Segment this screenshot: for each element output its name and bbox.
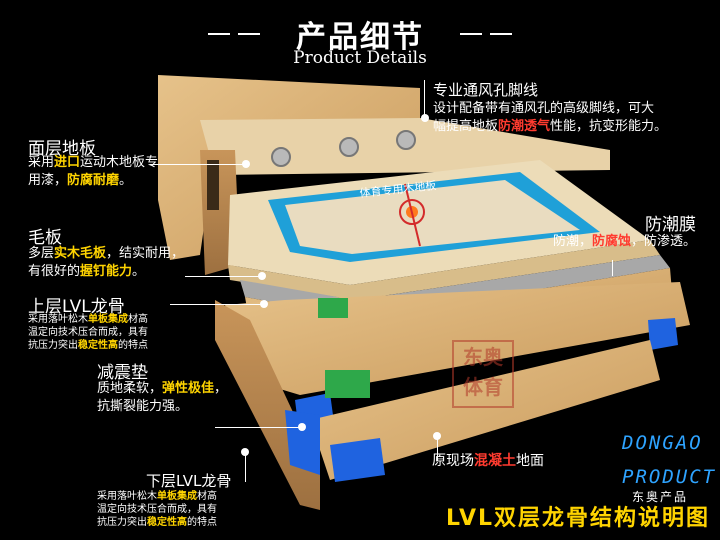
vent-hole-1 <box>271 147 291 167</box>
pad-pointer-line <box>215 427 300 428</box>
court-inner <box>285 180 580 254</box>
rough-desc-line-2: 有很好的握钉能力。 <box>28 264 146 279</box>
brand-en-line-2: PRODUCT <box>622 466 717 488</box>
rough-desc: 多层实木毛板，结实耐用， 有很好的握钉能力。 <box>28 245 184 281</box>
lower-lvl-line-3: 抗压力突出稳定性高的特点 <box>97 517 217 528</box>
footer-title: LVL双层龙骨结构说明图 <box>445 506 710 531</box>
moisture-pointer-line <box>612 260 613 276</box>
rough-title: 毛板 <box>28 228 62 248</box>
court-center-circle <box>399 199 425 225</box>
board-edge <box>228 240 660 300</box>
brand-cn: 东奥产品 <box>632 490 689 504</box>
watermark-line-1: 东奥 <box>463 345 503 369</box>
vent-desc-line-2: 幅提高地板防潮透气性能，抗变形能力。 <box>433 119 668 134</box>
upper-lvl-pointer-line <box>170 304 262 305</box>
rough-desc-line-1: 多层实木毛板，结实耐用， <box>28 246 185 261</box>
vent-hole-3 <box>396 130 416 150</box>
vent-pointer-dot <box>421 114 429 122</box>
lower-lvl-pointer-line <box>245 452 246 482</box>
vent-pointer-line <box>424 80 425 118</box>
surface-desc-line-2: 用漆，防腐耐磨。 <box>28 173 133 188</box>
vent-title: 专业通风孔脚线 <box>433 81 539 99</box>
watermark-logo: 东奥 体育 <box>452 340 514 408</box>
upper-lvl-line-2: 温定向技术压合而成，具有 <box>28 327 148 338</box>
surface-title: 面层地板 <box>28 139 96 159</box>
header-title: 产品细节 <box>296 20 424 55</box>
left-slot <box>207 160 219 210</box>
surface-pointer-line <box>150 164 245 165</box>
pad-blue-bottom <box>285 410 320 475</box>
vent-hole-2 <box>339 137 359 157</box>
upper-lvl-desc: 采用落叶松木单板集成材高 温定向技术压合而成，具有 抗压力突出稳定性高的特点 <box>28 313 148 352</box>
lower-lvl-joist-front <box>310 340 660 480</box>
lower-lvl-pointer-dot <box>241 448 249 456</box>
upper-lvl-line-3: 抗压力突出稳定性高的特点 <box>28 340 148 351</box>
pad-pointer-dot <box>298 423 306 431</box>
court-mid-line <box>404 183 421 247</box>
lower-lvl-desc: 采用落叶松木单板集成材高 温定向技术压合而成，具有 抗压力突出稳定性高的特点 <box>97 490 217 529</box>
header-subtitle: Product Details <box>293 48 427 68</box>
lower-lvl-title: 下层LVL龙骨 <box>146 472 232 490</box>
brand-en-line-1: DONGAO <box>622 432 703 454</box>
upper-green-tag <box>318 298 348 318</box>
header-dash-right-1 <box>460 33 482 35</box>
pad-desc-line-1: 质地柔软，弹性极佳， <box>97 381 228 396</box>
pad-blue-right <box>648 318 678 350</box>
upper-lvl-title: 上层LVL龙骨 <box>28 297 125 317</box>
surface-desc: 采用进口运动木地板专 用漆，防腐耐磨。 <box>28 154 158 190</box>
header-dash-left-1 <box>208 33 230 35</box>
lower-green-tag <box>325 370 370 398</box>
moisture-title: 防潮膜 <box>645 215 696 235</box>
watermark-line-2: 体育 <box>463 375 503 399</box>
header-dash-left-2 <box>238 33 260 35</box>
pad-title: 减震垫 <box>97 363 148 383</box>
moisture-desc: 防潮，防腐蚀，防渗透。 <box>553 234 697 249</box>
vent-desc-line-1: 设计配备带有通风孔的高级脚线，可大 <box>433 101 655 116</box>
lower-lvl-line-1: 采用落叶松木单板集成材高 <box>97 491 217 502</box>
pad-desc-line-2: 抗撕裂能力强。 <box>97 399 189 414</box>
surface-pointer-dot <box>242 160 250 168</box>
header-dash-right-2 <box>490 33 512 35</box>
pad-desc: 质地柔软，弹性极佳， 抗撕裂能力强。 <box>97 380 227 416</box>
upper-lvl-line-1: 采用落叶松木单板集成材高 <box>28 314 148 325</box>
rough-pointer-dot <box>258 272 266 280</box>
lower-lvl-line-2: 温定向技术压合而成，具有 <box>97 504 217 515</box>
vent-desc: 设计配备带有通风孔的高级脚线，可大 幅提高地板防潮透气性能，抗变形能力。 <box>433 100 667 136</box>
surface-desc-line-1: 采用进口运动木地板专 <box>28 155 159 170</box>
pad-blue-bottom-2 <box>330 438 385 482</box>
upper-lvl-pointer-dot <box>260 300 268 308</box>
rough-pointer-line <box>185 276 260 277</box>
ground-pointer-line <box>437 436 438 461</box>
ground-label: 原现场混凝土地面 <box>432 453 544 469</box>
